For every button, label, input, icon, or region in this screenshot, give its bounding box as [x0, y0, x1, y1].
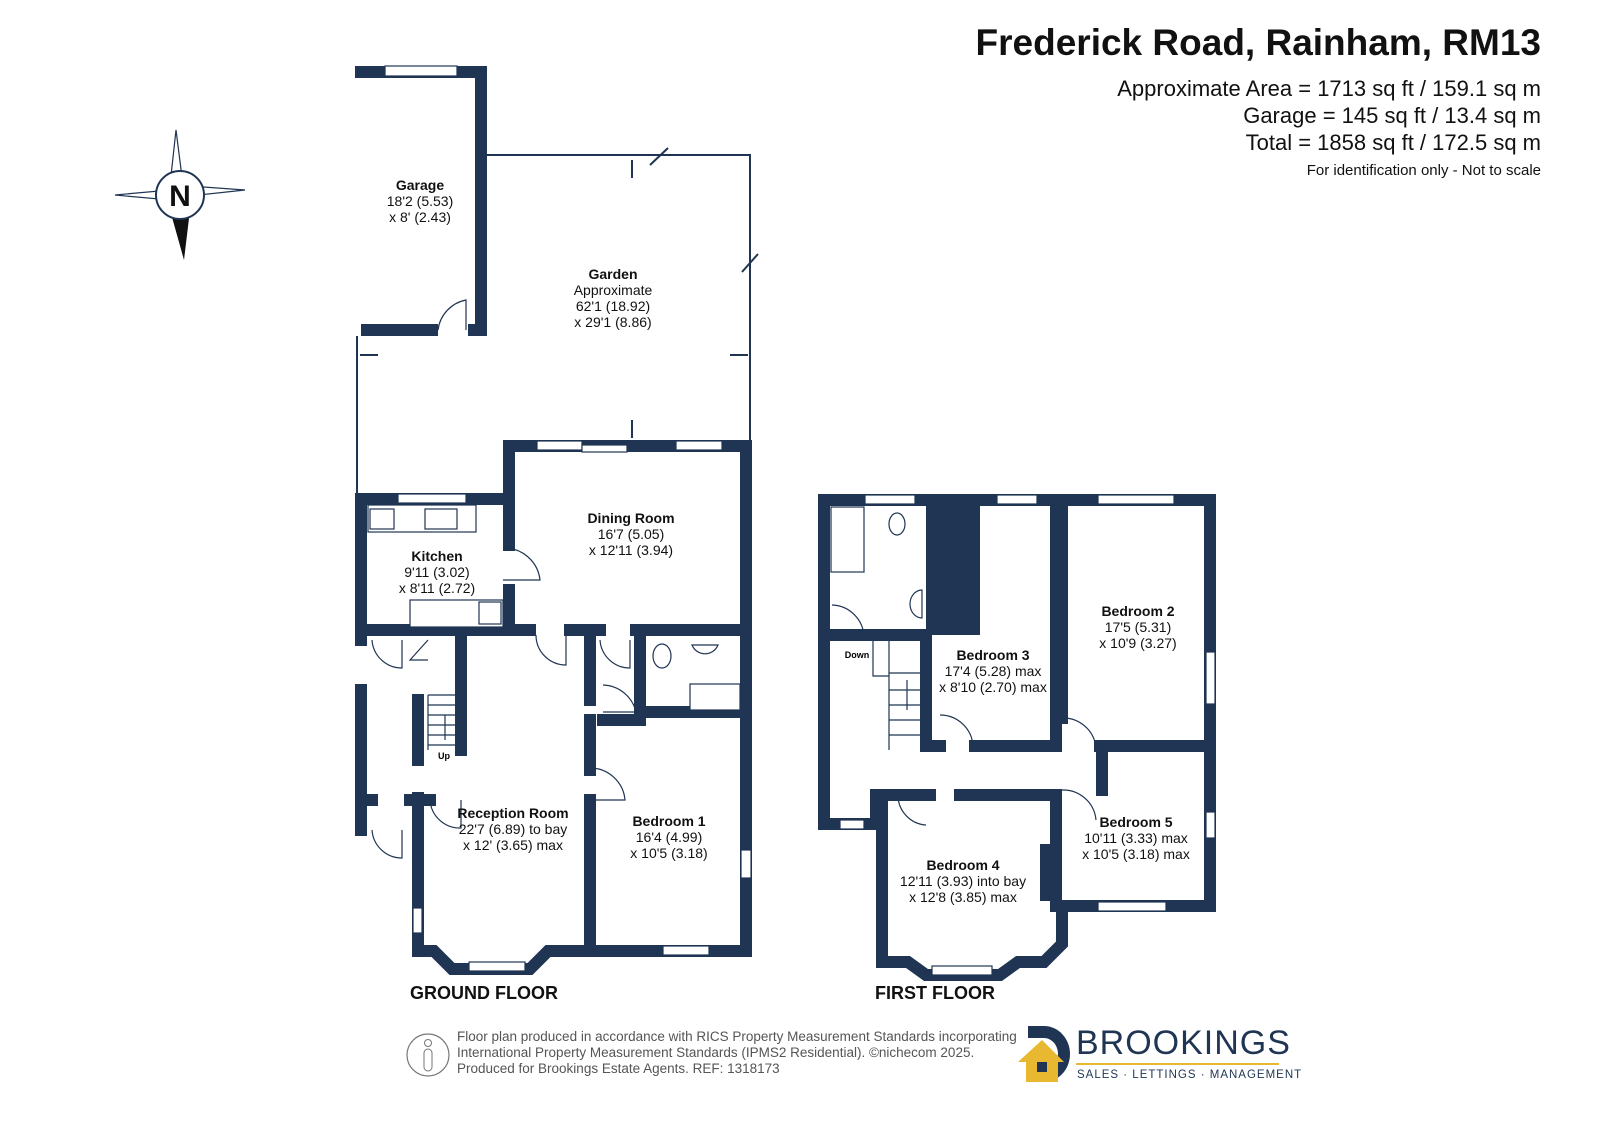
- stairs-down-label: Down: [845, 650, 870, 660]
- room-name: Garage: [396, 177, 444, 193]
- room-name: Bedroom 5: [1099, 814, 1172, 830]
- first-floor-walls: [818, 494, 1216, 981]
- compass-icon: N: [114, 129, 246, 260]
- brand-name: BROOKINGS: [1076, 1024, 1291, 1062]
- room-dim: x 29'1 (8.86): [574, 314, 651, 330]
- room-dim: x 12'8 (3.85) max: [909, 889, 1017, 905]
- room-reception: Reception Room 22'7 (6.89) to bay x 12' …: [457, 805, 568, 853]
- brand-tagline: SALES · LETTINGS · MANAGEMENT: [1077, 1069, 1303, 1081]
- room-kitchen: Kitchen 9'11 (3.02) x 8'11 (2.72): [399, 548, 475, 596]
- footer-line: Produced for Brookings Estate Agents. RE…: [457, 1061, 780, 1076]
- room-dim: 10'11 (3.33) max: [1084, 830, 1188, 846]
- compass-north-label: N: [169, 180, 191, 213]
- footer-disclaimer: Floor plan produced in accordance with R…: [457, 1029, 1017, 1077]
- ground-floor-walls: [355, 65, 759, 975]
- ground-floor-label: GROUND FLOOR: [410, 983, 558, 1003]
- room-dim: 9'11 (3.02): [404, 564, 469, 580]
- room-name: Reception Room: [457, 805, 568, 821]
- room-dim: 62'1 (18.92): [576, 298, 650, 314]
- room-name: Dining Room: [587, 510, 674, 526]
- room-name: Bedroom 3: [956, 647, 1029, 663]
- room-dim: x 8' (2.43): [389, 209, 451, 225]
- room-name: Bedroom 2: [1101, 603, 1174, 619]
- room-dim: x 8'10 (2.70) max: [939, 679, 1047, 695]
- room-bedroom-2: Bedroom 2 17'5 (5.31) x 10'9 (3.27): [1099, 603, 1176, 651]
- approximate-area: Approximate Area = 1713 sq ft / 159.1 sq…: [1117, 76, 1541, 101]
- room-garden: Garden Approximate 62'1 (18.92) x 29'1 (…: [574, 266, 653, 330]
- brand-divider: [1076, 1063, 1279, 1065]
- room-dim: 17'4 (5.28) max: [945, 663, 1042, 679]
- room-name: Bedroom 4: [926, 857, 999, 873]
- room-bedroom-4: Bedroom 4 12'11 (3.93) into bay x 12'8 (…: [900, 857, 1026, 905]
- footer-line: Floor plan produced in accordance with R…: [457, 1029, 1017, 1044]
- stairs-up-label: Up: [438, 751, 450, 761]
- brookings-logo-icon: [1018, 1026, 1070, 1082]
- room-dim: 16'7 (5.05): [598, 526, 665, 542]
- room-dim: 12'11 (3.93) into bay: [900, 873, 1026, 889]
- room-dining: Dining Room 16'7 (5.05) x 12'11 (3.94): [587, 510, 674, 558]
- room-dim: 22'7 (6.89) to bay: [459, 821, 568, 837]
- person-scale-icon: [406, 1033, 450, 1077]
- room-dim: x 10'5 (3.18) max: [1082, 846, 1190, 862]
- room-dim: Approximate: [574, 282, 653, 298]
- room-name: Kitchen: [411, 548, 462, 564]
- scale-note: For identification only - Not to scale: [1306, 162, 1541, 179]
- room-dim: 18'2 (5.53): [387, 193, 454, 209]
- room-name: Bedroom 1: [632, 813, 705, 829]
- room-dim: x 10'9 (3.27): [1099, 635, 1176, 651]
- garage-area: Garage = 145 sq ft / 13.4 sq m: [1243, 103, 1541, 128]
- room-bedroom-1: Bedroom 1 16'4 (4.99) x 10'5 (3.18): [630, 813, 707, 861]
- room-dim: x 12'11 (3.94): [589, 542, 673, 558]
- property-title: Frederick Road, Rainham, RM13: [975, 22, 1541, 63]
- total-area: Total = 1858 sq ft / 172.5 sq m: [1245, 130, 1541, 155]
- room-name: Garden: [588, 266, 637, 282]
- room-bedroom-5: Bedroom 5 10'11 (3.33) max x 10'5 (3.18)…: [1082, 814, 1190, 862]
- room-dim: x 10'5 (3.18): [630, 845, 707, 861]
- footer-line: International Property Measurement Stand…: [457, 1045, 975, 1060]
- room-dim: 16'4 (4.99): [636, 829, 703, 845]
- room-dim: 17'5 (5.31): [1105, 619, 1172, 635]
- room-bedroom-3: Bedroom 3 17'4 (5.28) max x 8'10 (2.70) …: [939, 647, 1047, 695]
- room-garage: Garage 18'2 (5.53) x 8' (2.43): [387, 177, 454, 225]
- room-dim: x 8'11 (2.72): [399, 580, 475, 596]
- room-dim: x 12' (3.65) max: [463, 837, 563, 853]
- first-floor-label: FIRST FLOOR: [875, 983, 995, 1003]
